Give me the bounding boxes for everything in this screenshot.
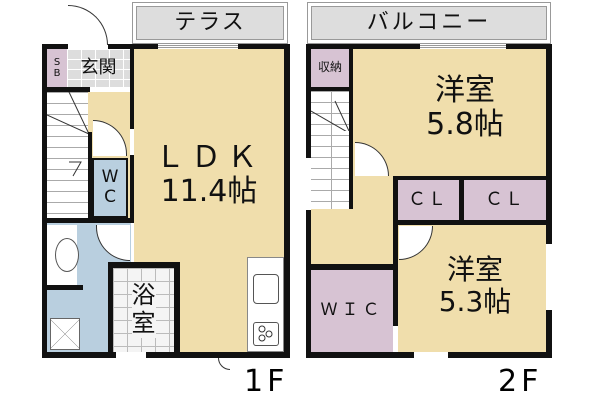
wall	[130, 49, 134, 129]
wall	[546, 310, 552, 358]
wall	[393, 220, 546, 225]
wall	[88, 132, 92, 242]
wc: W C	[92, 158, 128, 218]
floor-label-2f: 2F	[498, 364, 543, 399]
entrance-door	[68, 5, 108, 45]
wall	[174, 262, 180, 354]
kitchen-sink-icon	[253, 274, 279, 304]
door	[218, 358, 230, 370]
floor-label-1f: 1F	[244, 364, 289, 399]
stairs-2f	[311, 91, 349, 209]
closet-1: ＣＬ	[397, 180, 459, 220]
wall	[42, 87, 90, 92]
storage: 収納	[311, 49, 349, 87]
ldk-label: ＬＤＫ 11.4帖	[155, 139, 263, 209]
wall	[42, 44, 68, 49]
wall	[130, 155, 134, 223]
western-room-a-label: 洋室 5.8帖	[426, 72, 504, 142]
wall	[306, 44, 311, 158]
closet-2: ＣＬ	[464, 180, 546, 220]
wall	[238, 44, 290, 49]
wall	[459, 176, 464, 224]
wall	[393, 176, 398, 326]
wall	[546, 44, 552, 244]
stairs-1f	[47, 92, 88, 219]
entrance: 玄関	[67, 49, 130, 87]
floor-plan-1f: テラス S B 玄関 W C ＬＤＫ 11.4帖	[42, 5, 290, 399]
western-room-a	[351, 49, 546, 176]
terrace: テラス	[136, 6, 284, 40]
western-room-b-label: 洋室 5.3帖	[438, 252, 512, 318]
wall	[42, 218, 132, 223]
window	[158, 45, 238, 48]
balcony: バルコニー	[311, 6, 547, 40]
wall	[47, 285, 83, 290]
wall	[42, 44, 47, 358]
wall	[393, 176, 546, 180]
hallway-2f-lower	[311, 209, 393, 264]
wall	[108, 262, 113, 354]
stairs-arrow-icon	[47, 92, 90, 177]
stove-icon	[253, 322, 279, 346]
wall	[306, 210, 311, 358]
wall	[306, 352, 414, 358]
wall	[349, 49, 353, 209]
wall	[311, 87, 353, 91]
shoe-box: S B	[47, 49, 67, 87]
sink-icon	[55, 238, 79, 272]
walk-in-closet: ＷＩＣ	[311, 270, 393, 352]
wall	[42, 352, 116, 358]
wall	[108, 44, 158, 49]
wall	[146, 352, 290, 358]
wall	[306, 44, 420, 49]
bathroom: 浴 室	[113, 268, 174, 352]
wall	[448, 352, 552, 358]
wall	[284, 44, 290, 358]
wall	[506, 44, 552, 49]
floor-plan-2f: バルコニー 洋室 5.8帖 収納 ＣＬ ＣＬ 洋室 5.3帖	[300, 0, 600, 400]
burner-icon	[258, 325, 273, 342]
wall	[108, 262, 180, 268]
window	[420, 45, 506, 48]
stairs-arrow-icon	[311, 100, 350, 131]
washing-machine-icon	[50, 318, 80, 350]
wall	[306, 264, 396, 270]
